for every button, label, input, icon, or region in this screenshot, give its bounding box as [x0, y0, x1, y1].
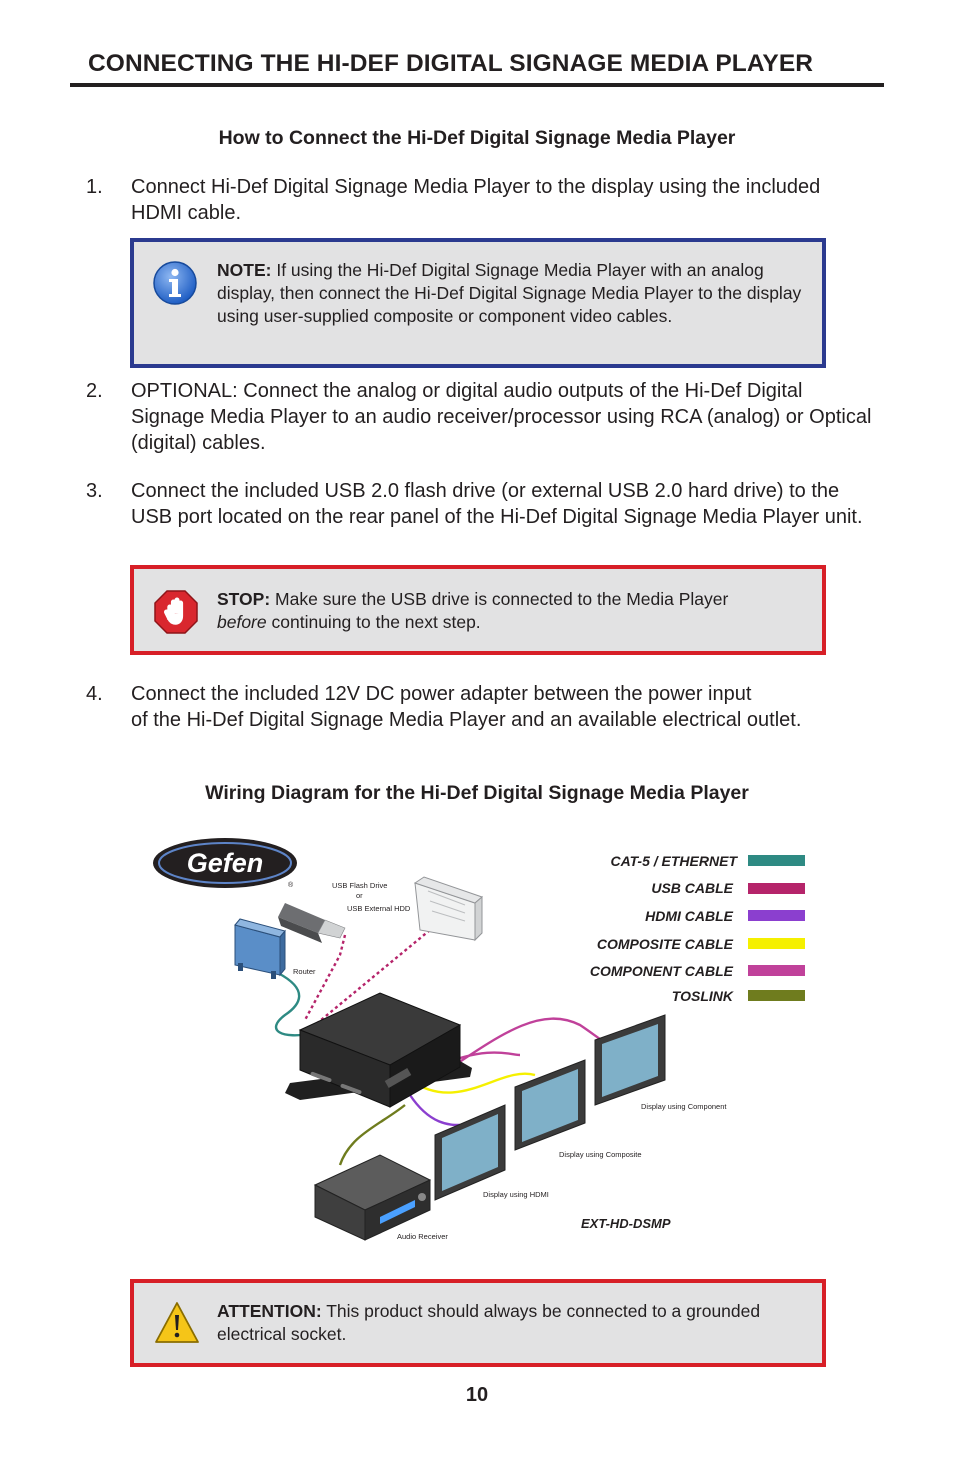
legend-label: COMPOSITE CABLE	[597, 936, 734, 952]
legend-swatch	[748, 883, 805, 894]
stop-text: STOP: Make sure the USB drive is connect…	[217, 588, 817, 634]
legend-label: HDMI CABLE	[645, 908, 734, 924]
step-number: 1.	[86, 176, 103, 198]
usb-flash-label: USB Flash Drive	[332, 881, 387, 890]
logo-text: Gefen	[187, 848, 264, 878]
composite-cable	[409, 1072, 536, 1094]
step-text: Connect the included 12V DC power adapte…	[131, 681, 891, 733]
router-label: Router	[293, 967, 316, 976]
usb-hdd-label: USB External HDD	[347, 904, 411, 913]
legend-label: TOSLINK	[672, 988, 734, 1004]
legend-swatch	[748, 910, 805, 921]
ethernet-cable	[274, 971, 316, 1037]
diagram-heading: Wiring Diagram for the Hi-Def Digital Si…	[205, 782, 749, 804]
page-number: 10	[465, 1384, 489, 1406]
model-label: EXT-HD-DSMP	[581, 1216, 671, 1231]
attention-body: This product should always be connected …	[217, 1301, 761, 1344]
legend-label: CAT-5 / ETHERNET	[610, 853, 738, 869]
step-text: Connect the included USB 2.0 flash drive…	[131, 480, 863, 528]
legend-swatch	[748, 938, 805, 949]
legend-item-composite: COMPOSITE CABLE	[597, 936, 805, 952]
audio-receiver	[313, 1154, 432, 1241]
stop-label: STOP:	[217, 589, 271, 609]
stop-body: Make sure the USB drive is connected to …	[275, 589, 729, 609]
or-label: or	[356, 891, 363, 900]
legend-swatch	[748, 990, 805, 1001]
registered-mark: ®	[288, 881, 294, 889]
hdmi-cable	[409, 1094, 461, 1127]
usb-external-hdd	[413, 876, 483, 942]
audio-receiver-label: Audio Receiver	[397, 1232, 448, 1241]
usb-flash-drive	[278, 903, 346, 943]
gefen-logo: Gefen ®	[153, 838, 297, 889]
step-text-line-2: of the Hi-Def Digital Signage Media Play…	[131, 709, 802, 731]
legend-label: USB CABLE	[651, 880, 733, 896]
step-text-line-1: Connect the included 12V DC power adapte…	[131, 683, 752, 705]
warning-triangle-icon	[154, 1301, 200, 1350]
step-1: 1. Connect Hi-Def Digital Signage Media …	[86, 174, 876, 226]
display-composite-label: Display using Composite	[559, 1150, 642, 1159]
step-text: OPTIONAL: Connect the analog or digital …	[131, 380, 872, 454]
legend-item-toslink: TOSLINK	[672, 988, 805, 1004]
note-box: NOTE: If using the Hi-Def Digital Signag…	[130, 238, 826, 368]
display-component	[594, 1014, 666, 1106]
step-text: Connect Hi-Def Digital Signage Media Pla…	[131, 176, 821, 224]
info-icon	[152, 260, 198, 311]
section-heading: How to Connect the Hi-Def Digital Signag…	[218, 127, 736, 149]
attention-text: ATTENTION: This product should always be…	[217, 1300, 777, 1346]
step-3: 3. Connect the included USB 2.0 flash dr…	[86, 478, 876, 556]
step-number: 2.	[86, 380, 103, 402]
note-text: NOTE: If using the Hi-Def Digital Signag…	[217, 259, 807, 328]
usb-cable-hdd	[314, 929, 431, 1026]
display-composite	[514, 1059, 586, 1151]
stop-box: STOP: Make sure the USB drive is connect…	[130, 565, 826, 655]
toslink-cable	[338, 1104, 406, 1166]
note-body: If using the Hi-Def Digital Signage Medi…	[217, 260, 802, 326]
page-title: CONNECTING THE HI-DEF DIGITAL SIGNAGE ME…	[88, 50, 814, 77]
attention-box: ATTENTION: This product should always be…	[130, 1279, 826, 1367]
legend-item-cat5: CAT-5 / ETHERNET	[610, 853, 805, 869]
note-label: NOTE:	[217, 260, 272, 280]
legend-item-component: COMPONENT CABLE	[590, 963, 805, 979]
stop-emphasis: before	[217, 612, 267, 632]
legend-swatch	[748, 855, 805, 866]
router	[234, 918, 286, 979]
display-component-label: Display using Component	[641, 1102, 727, 1111]
legend-swatch	[748, 965, 805, 976]
legend-item-hdmi: HDMI CABLE	[645, 908, 805, 924]
stop-body-end: continuing to the next step.	[271, 612, 481, 632]
step-number: 3.	[86, 480, 103, 502]
step-4: 4. Connect the included 12V DC power ada…	[86, 681, 886, 733]
cable-legend: CAT-5 / ETHERNET USB CABLE HDMI CABLE CO…	[590, 853, 805, 1004]
wiring-diagram: Gefen ® CAT-5 / ETHERNET USB CABLE HDMI …	[153, 838, 805, 1241]
display-hdmi-label: Display using HDMI	[483, 1190, 549, 1199]
legend-label: COMPONENT CABLE	[590, 963, 734, 979]
title-divider	[70, 83, 884, 87]
usb-cable-flash	[303, 934, 347, 1021]
legend-item-usb: USB CABLE	[651, 880, 805, 896]
step-2: 2. OPTIONAL: Connect the analog or digit…	[86, 378, 876, 456]
attention-label: ATTENTION:	[217, 1301, 322, 1321]
media-player-unit	[285, 992, 472, 1108]
step-number: 4.	[86, 683, 103, 705]
stop-hand-icon	[154, 590, 198, 639]
display-hdmi	[434, 1104, 506, 1201]
